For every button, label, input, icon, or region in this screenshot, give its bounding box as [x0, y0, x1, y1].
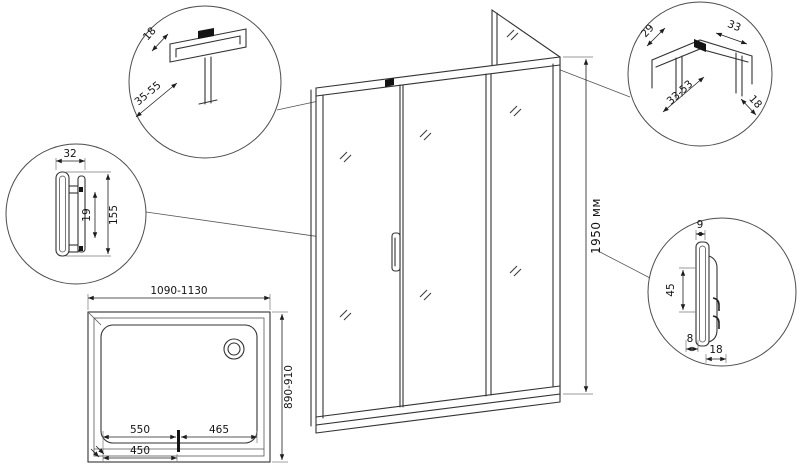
detail-bubble-outline: [647, 217, 797, 367]
door-handle: [391, 232, 401, 272]
handle-front-view: [55, 171, 86, 257]
dim-profile-lip: 9: [697, 219, 704, 231]
detail-circle-wall-profile: 9 45 8 18: [647, 217, 797, 367]
dim-plan-depth-range: 890-910: [283, 365, 295, 409]
dim-profile-inner: 8: [687, 333, 694, 345]
main-isometric-view: 1950 мм: [310, 8, 603, 434]
door-divider-mark: [177, 430, 180, 452]
dim-fixed-width: 550: [130, 424, 150, 436]
detail-circle-top-left: 18 35-55: [128, 5, 282, 159]
dim-plan-width-range: 1090-1130: [150, 285, 207, 297]
detail-bubble-outline: [5, 143, 147, 285]
tray-base: [315, 393, 561, 434]
dim-adjust-range: 35-55: [133, 79, 164, 108]
dim-handle-height: 155: [108, 205, 120, 225]
dim-opening-width: 450: [130, 445, 150, 457]
drain-circle-inner: [227, 342, 241, 356]
drain-circle: [223, 338, 245, 360]
dim-profile-height: 45: [665, 283, 677, 296]
detail-circle-top-right: 29 33 33-53 18: [627, 1, 773, 147]
dim-depth: 18: [746, 93, 764, 111]
height-dimension-label: 1950 мм: [589, 198, 603, 254]
height-dimension: 1950 мм: [563, 56, 603, 395]
dim-width-a: 29: [639, 22, 657, 40]
wall-profile-section: [695, 241, 720, 347]
detail-circle-handle: 32 19 155: [5, 143, 147, 285]
top-seal-block: [385, 78, 394, 87]
seal-block: [198, 28, 214, 39]
dim-door-width: 465: [209, 424, 229, 436]
dim-handle-width: 32: [63, 148, 76, 160]
dim-adjust-range: 33-53: [665, 78, 696, 107]
corner-seal-block: [694, 39, 706, 52]
dim-profile-depth: 18: [709, 344, 722, 356]
detail-bubble-outline: [627, 1, 773, 147]
top-frame-profile-section: [169, 28, 247, 105]
plan-corner-arrows: [90, 445, 105, 458]
front-frame: [310, 56, 561, 427]
dim-frame-depth: 18: [141, 25, 159, 43]
detail-bubble-outline: [128, 5, 282, 159]
dim-width-b: 33: [726, 18, 743, 34]
plan-view: 1090-1130 890-910 550 465 450: [87, 285, 295, 463]
dim-grip-offset: 19: [81, 208, 93, 221]
